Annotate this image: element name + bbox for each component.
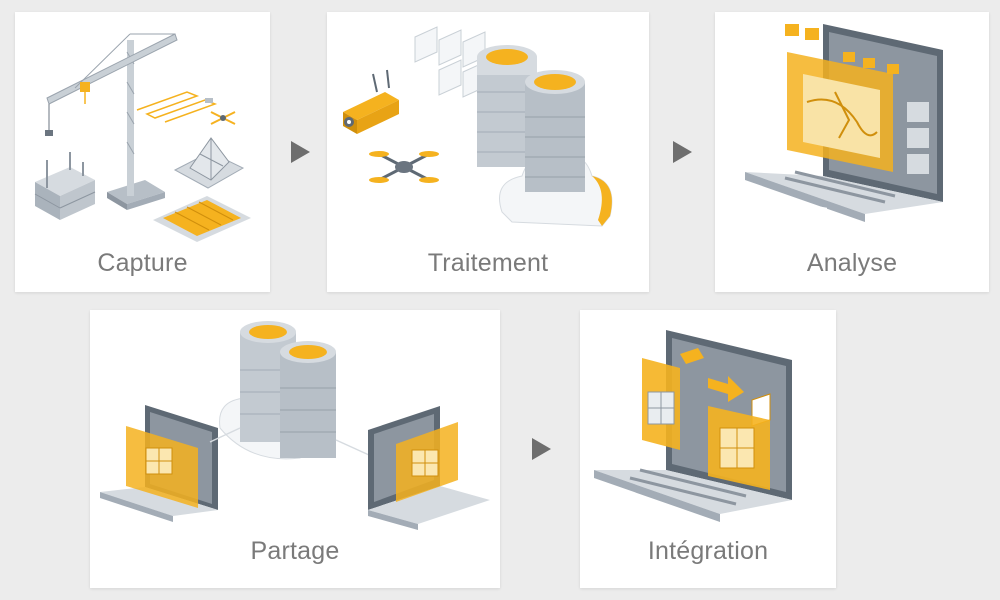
- bim-model-icon: [642, 358, 770, 490]
- stage-label-integration: Intégration: [647, 537, 769, 565]
- stage-card-partage: Partage: [90, 310, 500, 588]
- analysis-overlay-icon: [785, 24, 899, 172]
- analyse-illustration: [745, 24, 943, 222]
- stage-card-analyse: Analyse: [715, 12, 989, 292]
- camera-drone-icon: [343, 69, 399, 134]
- terrain-model-icon: [173, 137, 245, 189]
- laptop-icon: [100, 405, 218, 522]
- stage-label-partage: Partage: [250, 537, 340, 565]
- server-stack-icon: [209, 321, 381, 461]
- floor-plan-icon: [153, 196, 251, 242]
- drone-flight-path-icon: [136, 91, 236, 125]
- stage-label-traitement: Traitement: [427, 249, 549, 277]
- stage-card-integration: Intégration: [580, 310, 836, 588]
- transfer-arrow-icon: [708, 376, 744, 402]
- stage-label-capture: Capture: [97, 249, 188, 277]
- capture-illustration: [34, 33, 251, 242]
- quadcopter-icon: [369, 151, 439, 183]
- flow-arrow-1: [291, 141, 310, 163]
- integration-illustration: [594, 330, 792, 522]
- flow-arrow-3: [532, 438, 551, 460]
- crane-icon: [45, 33, 178, 210]
- partage-illustration: [100, 321, 490, 530]
- server-stack-icon: [477, 45, 585, 192]
- traitement-illustration: [343, 26, 613, 227]
- building-frame-icon: [34, 152, 96, 220]
- stage-card-traitement: Traitement: [327, 12, 649, 292]
- flow-arrow-2: [673, 141, 692, 163]
- stage-card-capture: Capture: [15, 12, 270, 292]
- stage-label-analyse: Analyse: [806, 249, 898, 277]
- laptop-icon: [368, 406, 490, 530]
